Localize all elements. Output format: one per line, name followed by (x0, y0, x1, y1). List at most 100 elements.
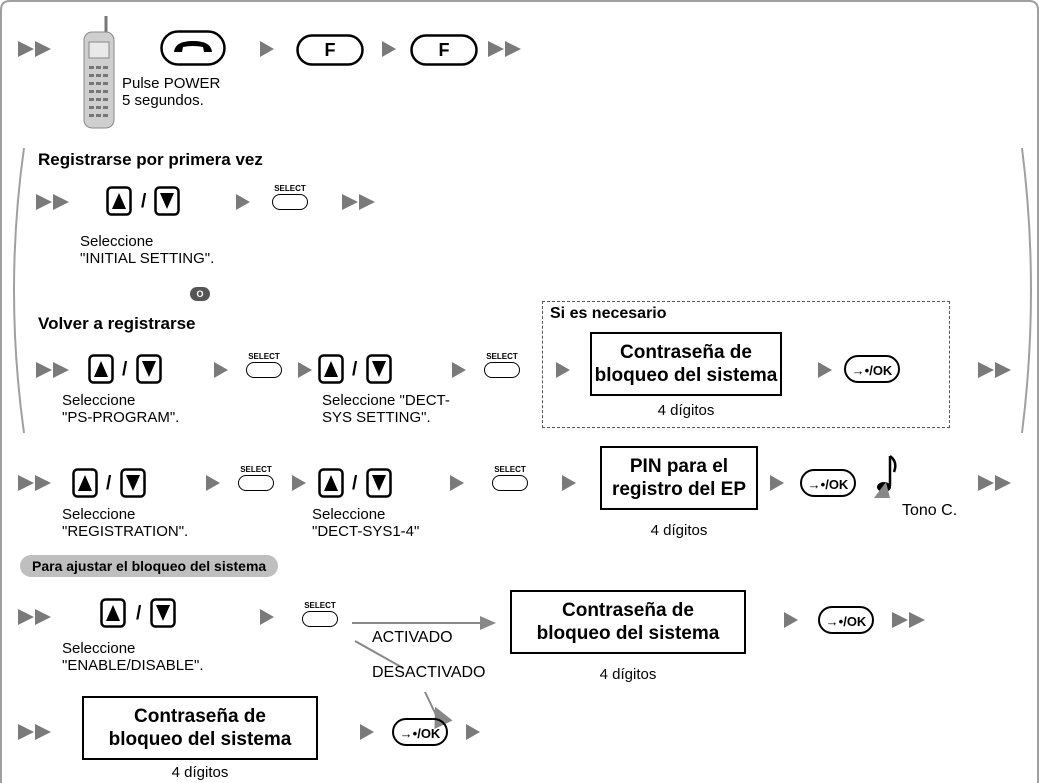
power-caption-line1: Pulse POWER (122, 75, 221, 92)
system-lock-password-label-2: Contraseña de bloqueo del sistema (536, 600, 720, 644)
power-key-icon[interactable] (160, 30, 226, 66)
double-arrow-icon (892, 612, 925, 628)
down-key-icon[interactable] (150, 598, 176, 628)
optional-step-box (542, 301, 950, 428)
select-key-label: SELECT (486, 352, 518, 361)
double-arrow-icon (18, 475, 51, 491)
slash: / (352, 359, 358, 380)
up-key-icon[interactable] (88, 354, 114, 384)
double-arrow-icon (18, 724, 51, 740)
arrow-icon (236, 194, 250, 210)
registration-caption-line1: Seleccione (62, 506, 136, 523)
arrow-icon (452, 362, 466, 378)
down-key-icon[interactable] (136, 354, 162, 384)
select-key-oval (484, 362, 520, 378)
pin-box: PIN para el registro del EP (600, 446, 758, 510)
up-key-icon[interactable] (106, 186, 132, 216)
f-key-2[interactable]: F (438, 40, 450, 60)
system-lock-password-box: Contraseña de bloqueo del sistema (590, 332, 782, 396)
select-key-label: SELECT (494, 465, 526, 474)
down-key-icon[interactable] (366, 354, 392, 384)
arrow-icon (260, 41, 274, 57)
ok-key[interactable]: →•/OK (392, 718, 448, 746)
optional-step-title: Si es necesario (550, 305, 667, 322)
power-caption-line2: 5 segundos. (122, 92, 204, 109)
down-key-icon[interactable] (120, 468, 146, 498)
double-arrow-icon (978, 362, 1011, 378)
select-key[interactable]: SELECT (490, 465, 530, 493)
double-arrow-icon (978, 475, 1011, 491)
desactivado-label: DESACTIVADO (372, 664, 486, 681)
select-key[interactable]: SELECT (482, 352, 522, 380)
pin-box-label: PIN para el registro del EP (611, 456, 747, 500)
arrow-icon (450, 475, 464, 491)
right-bracket (1021, 147, 1032, 434)
select-key[interactable]: SELECT (236, 465, 276, 493)
select-key-label: SELECT (304, 601, 336, 610)
arrow-icon (770, 475, 784, 491)
down-key-icon[interactable] (154, 186, 180, 216)
arrow-icon (292, 475, 306, 491)
ok-key[interactable]: →•/OK (818, 606, 874, 634)
ok-key[interactable]: →•/OK (800, 469, 856, 497)
slash: / (122, 359, 128, 380)
arrow-icon (260, 609, 274, 625)
select-key-oval (302, 611, 338, 627)
double-arrow-icon (488, 41, 521, 57)
slash: / (352, 473, 358, 494)
arrow-icon (206, 475, 220, 491)
dect-sys-caption-line1: Seleccione (312, 506, 386, 523)
enable-disable-caption-line2: "ENABLE/DISABLE". (62, 657, 204, 674)
arrow-icon (784, 612, 798, 628)
select-key-oval (272, 194, 308, 210)
select-key-oval (238, 475, 274, 491)
system-lock-password-box-2: Contraseña de bloqueo del sistema (510, 590, 746, 654)
select-key[interactable]: SELECT (244, 352, 284, 380)
f-key-1[interactable]: F (324, 40, 336, 60)
arrow-icon (382, 41, 396, 57)
arrow-icon (360, 724, 374, 740)
select-key-label: SELECT (240, 465, 272, 474)
up-key-icon[interactable] (72, 468, 98, 498)
slash: / (106, 473, 112, 494)
select-key[interactable]: SELECT (300, 601, 340, 629)
system-lock-password-box-3: Contraseña de bloqueo del sistema (82, 696, 318, 760)
f-key-outline[interactable] (410, 34, 478, 66)
ok-key[interactable]: →•/OK (844, 355, 900, 383)
up-key-icon[interactable] (318, 354, 344, 384)
digits-caption-2: 4 dígitos (599, 666, 657, 683)
initial-caption-line1: Seleccione (80, 233, 154, 250)
dect-sys-setting-caption-line2: SYS SETTING". (322, 409, 431, 426)
up-key-icon[interactable] (100, 598, 126, 628)
slash: / (141, 191, 147, 212)
activado-label: ACTIVADO (372, 629, 453, 646)
reregister-title: Volver a registrarse (38, 314, 196, 333)
double-arrow-icon (36, 362, 69, 378)
select-key-label: SELECT (248, 352, 280, 361)
select-key-oval (246, 362, 282, 378)
down-key-icon[interactable] (366, 468, 392, 498)
system-lock-password-label: Contraseña de bloqueo del sistema (594, 342, 778, 386)
arrow-icon (214, 362, 228, 378)
pin-digits-caption: 4 dígitos (650, 522, 708, 539)
ps-program-caption-line2: "PS-PROGRAM". (62, 409, 180, 426)
initial-register-title: Registrarse por primera vez (38, 150, 263, 169)
registration-caption-line2: "REGISTRATION". (62, 523, 189, 540)
up-key-icon[interactable] (318, 468, 344, 498)
select-key[interactable]: SELECT (270, 184, 310, 212)
left-bracket (13, 147, 25, 434)
tone-caption: Tono C. (902, 502, 958, 519)
tone-note-icon (874, 455, 897, 498)
digits-caption: 4 dígitos (657, 402, 715, 419)
marker-badge: O (190, 287, 210, 301)
digits-caption-3: 4 dígitos (171, 764, 229, 781)
double-arrow-icon (342, 194, 375, 210)
activado-arrowhead (480, 616, 496, 630)
dect-sys-setting-caption-line1: Seleccione "DECT- (322, 392, 450, 409)
arrow-icon (562, 475, 576, 491)
select-key-label: SELECT (274, 184, 306, 193)
f-key-outline[interactable] (296, 34, 364, 66)
dect-sys-caption-line2: "DECT-SYS1-4" (312, 523, 420, 540)
